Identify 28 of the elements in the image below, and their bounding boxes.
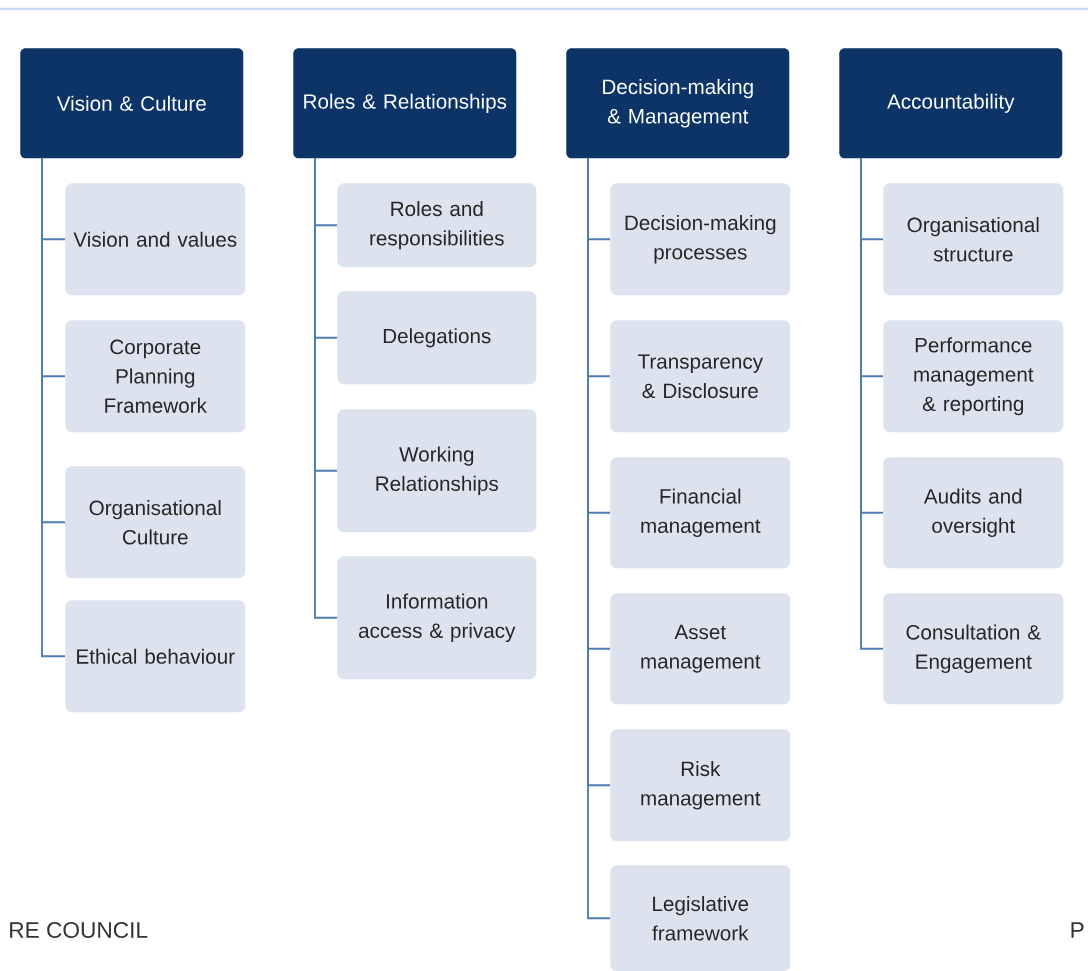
connector-line: [41, 157, 66, 658]
topic-box: Vision and values: [65, 183, 246, 296]
connector-line: [314, 157, 338, 619]
header-box: Vision & Culture: [20, 48, 244, 159]
topic-box: Consultation & Engagement: [883, 593, 1064, 705]
connector-line: [860, 157, 884, 650]
topic-box: Delegations: [337, 291, 537, 385]
topic-box: Transparency & Disclosure: [610, 320, 791, 433]
header-box: Decision-making & Management: [566, 48, 790, 159]
header-box: Accountability: [839, 48, 1063, 159]
topic-box: Working Relationships: [337, 409, 537, 533]
topic-box: Information access & privacy: [337, 556, 537, 680]
topic-box: Asset management: [610, 593, 791, 705]
topic-box: Ethical behaviour: [65, 600, 246, 713]
header-box: Roles & Relationships: [293, 48, 517, 159]
topic-box: Roles and responsibilities: [337, 183, 537, 268]
topic-box: Organisational structure: [883, 183, 1064, 296]
footer-text: P: [1071, 922, 1084, 938]
topic-box: Organisational Culture: [65, 466, 246, 579]
topic-box: Decision-making processes: [610, 183, 791, 296]
footer-text: RE COUNCIL: [10, 922, 148, 939]
topic-box: Performance management & reporting: [883, 320, 1064, 433]
topic-box: Risk management: [610, 729, 791, 842]
connector-line: [587, 157, 611, 920]
topic-box: Corporate Planning Framework: [65, 320, 246, 433]
topic-box: Financial management: [610, 457, 791, 569]
topic-box: Audits and oversight: [883, 457, 1064, 569]
topic-box: Legislative framework: [610, 865, 791, 971]
